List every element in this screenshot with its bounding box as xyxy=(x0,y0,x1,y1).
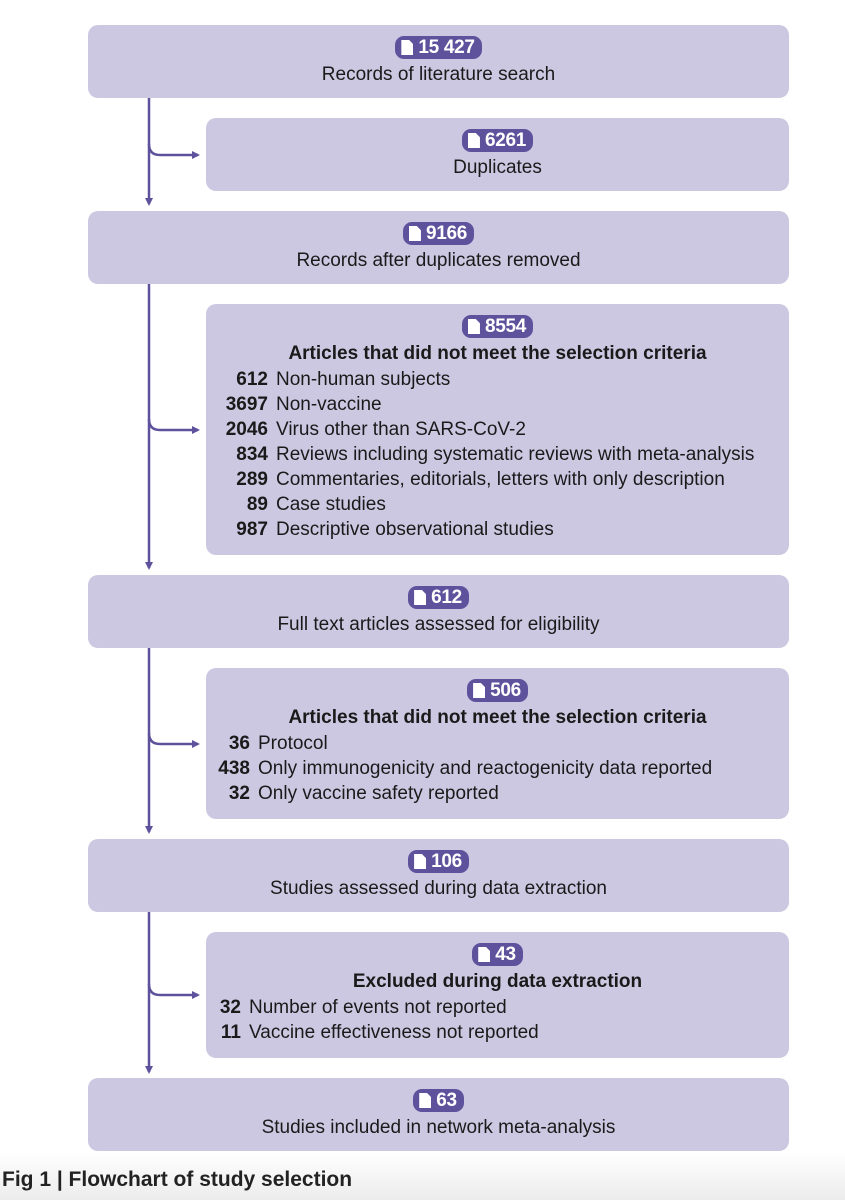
exclusion-count: 2046 xyxy=(225,419,268,440)
document-icon xyxy=(414,854,427,869)
exclusion-reason: Protocol xyxy=(258,733,328,754)
document-icon xyxy=(473,683,486,698)
figure-caption: Fig 1 | Flowchart of study selection xyxy=(2,1168,353,1191)
document-icon xyxy=(414,590,427,605)
count-badge: 106 xyxy=(408,850,469,873)
exclusion-list: 36 Protocol 438 Only immunogenicity and rea… xyxy=(213,731,789,806)
box-excluded-selection-criteria: 8554 Articles that did not meet the sele… xyxy=(206,304,789,555)
box-label: Studies assessed during data extraction xyxy=(270,878,607,899)
document-icon xyxy=(467,319,480,334)
box-label: Duplicates xyxy=(453,157,542,178)
count-badge: 43 xyxy=(472,943,523,966)
box-included: 63 Studies included in network meta-anal… xyxy=(88,1078,789,1151)
box-title: Articles that did not meet the selection… xyxy=(288,343,707,364)
exclusion-item: 32 Number of events not reported xyxy=(213,995,789,1020)
exclusion-count: 89 xyxy=(246,494,268,515)
exclusion-reason: Non-vaccine xyxy=(276,394,382,415)
arrow-to-duplicates xyxy=(147,143,200,159)
document-icon xyxy=(467,133,480,148)
box-literature-search: 15 427 Records of literature search xyxy=(88,25,789,98)
count-badge: 8554 xyxy=(461,315,534,338)
exclusion-item: 612 Non-human subjects xyxy=(213,367,789,392)
document-icon xyxy=(478,947,491,962)
box-title: Excluded during data extraction xyxy=(352,971,643,992)
count-badge: 506 xyxy=(467,679,528,702)
arrow-to-excluded2 xyxy=(147,732,200,748)
exclusion-list: 32 Number of events not reported 11 Vaccine… xyxy=(213,995,789,1045)
arrow-to-excluded1 xyxy=(147,418,200,434)
exclusion-count: 987 xyxy=(236,519,268,540)
exclusion-item: 32 Only vaccine safety reported xyxy=(213,781,789,806)
exclusion-reason: Only vaccine safety reported xyxy=(258,783,499,804)
box-data-extraction: 106 Studies assessed during data extract… xyxy=(88,839,789,912)
box-after-duplicates: 9166 Records after duplicates removed xyxy=(88,211,789,284)
exclusion-count: 3697 xyxy=(225,394,268,415)
exclusion-count: 834 xyxy=(236,444,268,465)
exclusion-item: 3697 Non-vaccine xyxy=(213,392,789,417)
exclusion-reason: Virus other than SARS-CoV-2 xyxy=(276,419,526,440)
exclusion-count: 32 xyxy=(219,997,241,1018)
count-badge: 6261 xyxy=(461,129,534,152)
exclusion-count: 438 xyxy=(218,758,250,779)
exclusion-count: 612 xyxy=(236,369,268,390)
box-duplicates: 6261 Duplicates xyxy=(206,118,789,191)
caption-background xyxy=(0,1152,845,1200)
count-badge: 63 xyxy=(413,1089,464,1112)
document-icon xyxy=(419,1093,432,1108)
box-full-text: 612 Full text articles assessed for elig… xyxy=(88,575,789,648)
exclusion-count: 11 xyxy=(220,1022,241,1043)
exclusion-count: 36 xyxy=(228,733,250,754)
box-label: Records of literature search xyxy=(321,64,556,85)
exclusion-reason: Non-human subjects xyxy=(276,369,451,390)
box-label: Full text articles assessed for eligibil… xyxy=(277,614,600,635)
exclusion-item: 11 Vaccine effectiveness not reported xyxy=(213,1020,789,1045)
document-icon xyxy=(408,226,421,241)
exclusion-count: 32 xyxy=(228,783,250,804)
exclusion-reason: Reviews including systematic reviews wit… xyxy=(276,444,755,465)
box-label: Studies included in network meta-analysi… xyxy=(261,1117,616,1138)
exclusion-reason: Case studies xyxy=(276,494,386,515)
box-excluded-extraction: 43 Excluded during data extraction 32 Num… xyxy=(206,932,789,1058)
count-badge: 15 427 xyxy=(395,36,482,59)
exclusion-item: 89 Case studies xyxy=(213,492,789,517)
arrow-to-excluded3 xyxy=(147,983,200,999)
count-badge: 9166 xyxy=(402,222,475,245)
exclusion-reason: Number of events not reported xyxy=(249,997,507,1018)
exclusion-item: 987 Descriptive observational studies xyxy=(213,517,789,542)
exclusion-reason: Commentaries, editorials, letters with o… xyxy=(276,469,725,490)
exclusion-reason: Only immunogenicity and reactogenicity d… xyxy=(258,758,713,779)
document-icon xyxy=(401,40,414,55)
exclusion-item: 834 Reviews including systematic reviews … xyxy=(213,442,789,467)
exclusion-item: 2046 Virus other than SARS-CoV-2 xyxy=(213,417,789,442)
box-label: Records after duplicates removed xyxy=(296,250,581,271)
exclusion-item: 289 Commentaries, editorials, letters wit… xyxy=(213,467,789,492)
exclusion-reason: Descriptive observational studies xyxy=(276,519,554,540)
box-title: Articles that did not meet the selection… xyxy=(288,707,707,728)
box-excluded-eligibility: 506 Articles that did not meet the selec… xyxy=(206,668,789,819)
exclusion-reason: Vaccine effectiveness not reported xyxy=(249,1022,539,1043)
exclusion-count: 289 xyxy=(236,469,268,490)
count-badge: 612 xyxy=(408,586,469,609)
exclusion-item: 36 Protocol xyxy=(213,731,789,756)
exclusion-item: 438 Only immunogenicity and reactogenicit… xyxy=(213,756,789,781)
